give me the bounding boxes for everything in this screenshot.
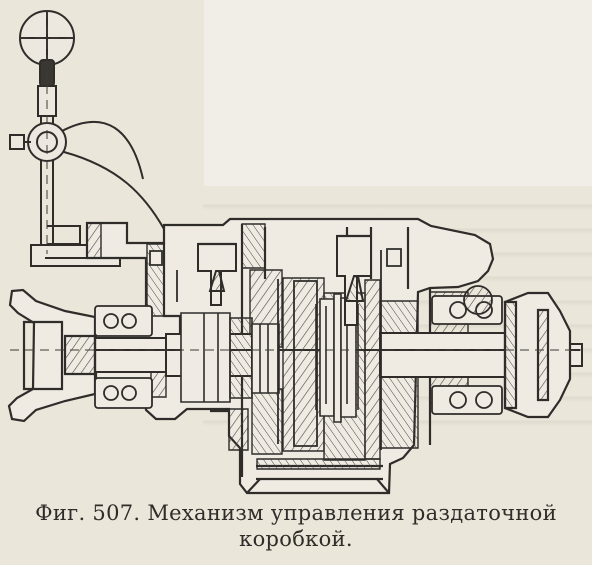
bearings bbox=[94, 285, 503, 415]
left-flange bbox=[7, 288, 97, 423]
shift-forks bbox=[197, 234, 372, 326]
gearbox-drawing bbox=[7, 10, 583, 495]
gears bbox=[180, 293, 359, 423]
figure-caption: Фиг. 507. Механизм управления раздаточно… bbox=[0, 500, 592, 560]
ghost-panel bbox=[204, 0, 592, 186]
caption-line-2: коробкой. bbox=[239, 527, 353, 551]
right-flange bbox=[503, 291, 572, 419]
centerlines bbox=[10, 10, 582, 351]
caption-line-1: Фиг. 507. Механизм управления раздаточно… bbox=[35, 501, 557, 525]
detent-rod bbox=[149, 248, 402, 450]
